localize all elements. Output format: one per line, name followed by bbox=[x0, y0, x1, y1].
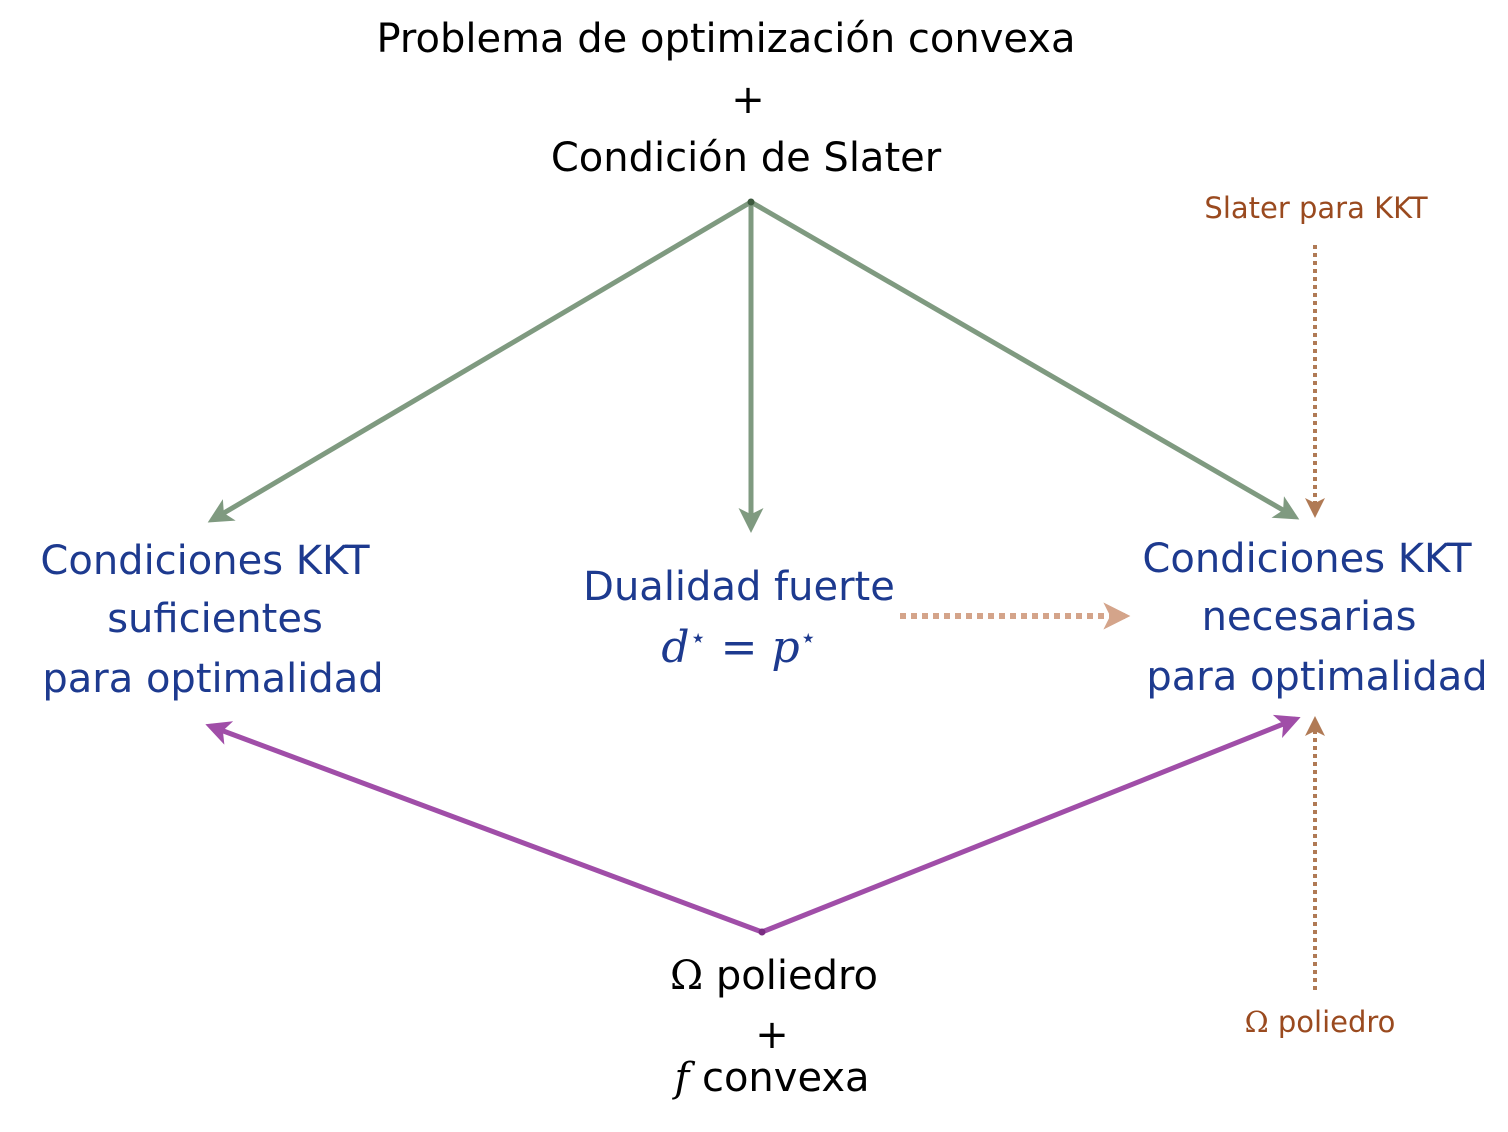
left-node-line3: para optimalidad bbox=[42, 656, 384, 702]
left-node-line1: Condiciones KKT bbox=[40, 538, 370, 584]
top-line2: Condición de Slater bbox=[550, 135, 942, 181]
arrow-top-to-right bbox=[749, 199, 1300, 520]
center-node-equation: d⋆ = p⋆ bbox=[594, 623, 884, 670]
top-origin-dot bbox=[747, 198, 755, 206]
omega-poliedro-label: Ω poliedro bbox=[1170, 1008, 1470, 1037]
equation-rhs: p bbox=[771, 622, 800, 673]
right-node-line3: para optimalidad bbox=[1146, 654, 1488, 700]
bottom-line1-text: poliedro bbox=[715, 953, 879, 999]
bottom-line2: f convexa bbox=[612, 1058, 932, 1098]
equation-lhs: d bbox=[661, 622, 690, 673]
bottom-line1: Ω poliedro bbox=[614, 956, 934, 996]
f-symbol: f bbox=[674, 1055, 690, 1101]
rhs-star: ⋆ bbox=[799, 623, 817, 654]
bottom-origin-dot bbox=[758, 928, 766, 936]
lhs-star: ⋆ bbox=[689, 623, 707, 654]
omega-small-symbol: Ω bbox=[1244, 1005, 1269, 1039]
top-plus: + bbox=[731, 77, 765, 123]
left-node-line2: suficientes bbox=[107, 596, 323, 642]
right-node-line2: necesarias bbox=[1201, 594, 1417, 640]
arrow-bottom-to-left bbox=[205, 721, 763, 935]
center-node-title: Dualidad fuerte bbox=[583, 564, 895, 610]
right-node-line1: Condiciones KKT bbox=[1142, 536, 1472, 582]
omega-symbol: Ω bbox=[669, 953, 704, 999]
arrow-bottom-to-right bbox=[761, 714, 1301, 935]
slater-para-kkt-label: Slater para KKT bbox=[1204, 191, 1428, 225]
arrow-top-to-left bbox=[207, 199, 753, 523]
bottom-plus: + bbox=[755, 1012, 789, 1058]
bottom-line2-text: convexa bbox=[701, 1055, 870, 1101]
top-line1: Problema de optimización convexa bbox=[376, 16, 1076, 62]
omega-poliedro-text: poliedro bbox=[1277, 1005, 1396, 1039]
equation-equals: = bbox=[720, 622, 758, 673]
